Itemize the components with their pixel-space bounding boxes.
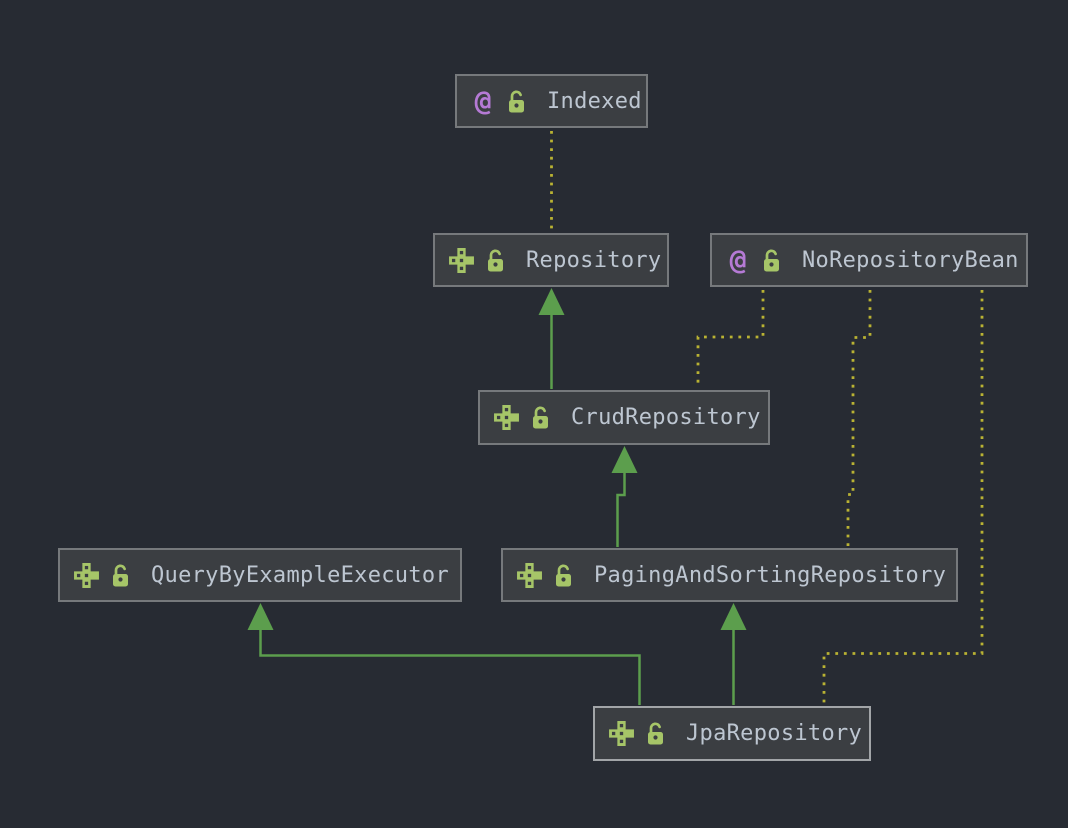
interface-icon [608, 720, 635, 747]
class-name: JpaRepository [686, 721, 863, 746]
public-lock-icon [762, 248, 781, 273]
class-node-jparepository[interactable]: JpaRepository [593, 706, 871, 761]
class-name: CrudRepository [571, 405, 761, 430]
edge-pagingandsortingrepository-extends-crudrepository[interactable] [616, 471, 626, 547]
public-lock-icon [646, 721, 665, 746]
class-node-pagingandsortingrepository[interactable]: PagingAndSortingRepository [501, 548, 958, 602]
edge-norepositorybean-annotates-pagingandsortingrepository[interactable] [846, 290, 872, 546]
public-lock-icon [531, 405, 550, 430]
interface-icon [516, 562, 543, 589]
public-lock-icon [507, 89, 526, 114]
arrowhead-extends-querybyexampleexecutor [247, 603, 274, 630]
class-node-crudrepository[interactable]: CrudRepository [478, 390, 770, 445]
interface-icon [493, 404, 520, 431]
class-node-querybyexampleexecutor[interactable]: QueryByExampleExecutor [58, 548, 462, 602]
public-lock-icon [111, 563, 130, 588]
annotation-icon: @ [729, 243, 747, 276]
class-node-repository[interactable]: Repository [433, 233, 669, 287]
edge-norepositorybean-annotates-jparepository[interactable] [822, 290, 984, 704]
class-node-norepositorybean[interactable]: @ NoRepositoryBean [710, 233, 1028, 287]
arrowhead-extends-repository [538, 288, 565, 315]
public-lock-icon [554, 563, 573, 588]
class-node-indexed[interactable]: @ Indexed [455, 74, 648, 128]
class-name: Repository [526, 247, 662, 273]
edge-jparepository-extends-querybyexampleexecutor[interactable] [259, 629, 641, 705]
interface-icon [448, 247, 475, 274]
interface-icon [73, 562, 100, 589]
public-lock-icon [486, 248, 505, 273]
class-name: NoRepositoryBean [802, 247, 1019, 273]
class-name: PagingAndSortingRepository [594, 562, 947, 588]
annotation-icon: @ [474, 84, 492, 117]
arrowhead-extends-pagingandsortingrepository [720, 603, 747, 630]
arrowhead-extends-crudrepository [611, 446, 638, 473]
class-name: QueryByExampleExecutor [151, 562, 449, 588]
edge-norepositorybean-annotates-crudrepository[interactable] [696, 290, 765, 388]
class-name: Indexed [547, 88, 642, 114]
